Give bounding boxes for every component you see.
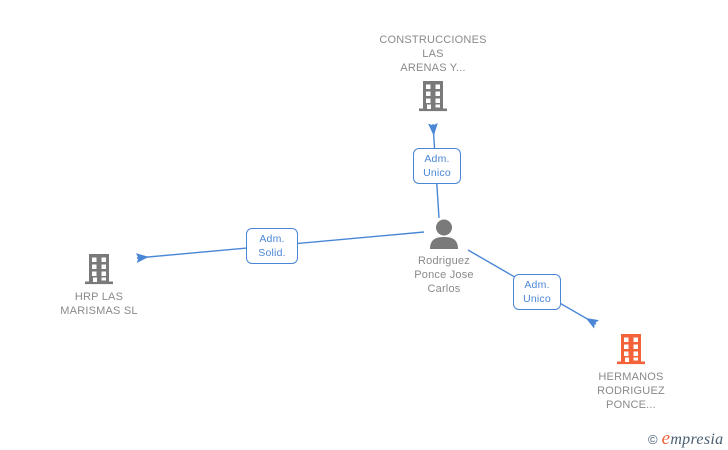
node-hrp-las-marismas-sl-label: HRP LAS MARISMAS SL bbox=[60, 291, 138, 317]
node-hermanos-rodriguez-ponce[interactable]: HERMANOS RODRIGUEZ PONCE... bbox=[551, 333, 711, 412]
node-construcciones[interactable]: CONSTRUCCIONES LAS ARENAS Y... bbox=[353, 33, 513, 112]
node-rodriguez-ponce-jose-carlos-label: Rodriguez Ponce Jose Carlos bbox=[414, 255, 474, 295]
copyright-icon: © bbox=[648, 431, 658, 447]
person-icon bbox=[427, 219, 461, 249]
brand-initial: e bbox=[661, 428, 671, 449]
node-hrp-las-marismas-sl[interactable]: HRP LAS MARISMAS SL bbox=[19, 253, 179, 318]
edge-badge-adm-unico-construcciones[interactable]: Adm. Unico bbox=[413, 148, 461, 184]
node-hermanos-rodriguez-ponce-label: HERMANOS RODRIGUEZ PONCE... bbox=[597, 371, 665, 411]
edge-badge-adm-solid-hrp[interactable]: Adm. Solid. bbox=[246, 228, 298, 264]
empresia-watermark: © empresia bbox=[648, 428, 723, 450]
brand-name: empresia bbox=[662, 428, 724, 450]
building-icon bbox=[84, 253, 114, 285]
edge-badge-adm-unico-hermanos[interactable]: Adm. Unico bbox=[513, 274, 561, 310]
building-icon bbox=[616, 333, 646, 365]
node-construcciones-label: CONSTRUCCIONES LAS ARENAS Y... bbox=[379, 34, 487, 74]
building-icon bbox=[418, 80, 448, 112]
brand-rest: mpresia bbox=[670, 431, 724, 448]
node-rodriguez-ponce-jose-carlos[interactable]: Rodriguez Ponce Jose Carlos bbox=[364, 219, 524, 296]
